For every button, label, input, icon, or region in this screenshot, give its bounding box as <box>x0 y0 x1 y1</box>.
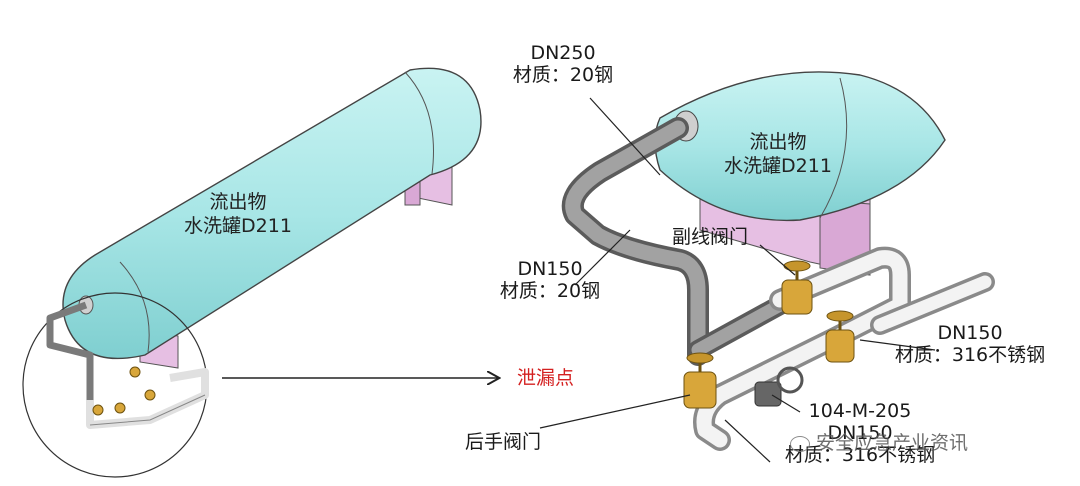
stainless-pipe <box>693 246 995 451</box>
line-number-size: DN150 <box>827 422 893 444</box>
bypass-valve <box>781 260 813 315</box>
left-piping-detail <box>22 292 209 478</box>
dn150-left-callout: DN150 材质：20钢 <box>475 258 625 302</box>
dn250-material: 材质：20钢 <box>512 64 614 86</box>
left-tank-assembly <box>62 67 482 369</box>
rear-valve-label: 后手阀门 <box>465 431 542 453</box>
dn250-callout: DN250 材质：20钢 <box>488 42 638 86</box>
dn150-right-material: 材质：316不锈钢 <box>894 344 1046 366</box>
dn150-right-size: DN150 <box>937 322 1003 344</box>
right-tank-label: 流出物 水洗罐D211 <box>708 130 848 178</box>
leak-point-label: 泄漏点 <box>517 367 575 389</box>
line-number-material: 材质：316不锈钢 <box>784 444 936 466</box>
left-tank-label-line1: 流出物 <box>209 191 267 213</box>
line-number: 104-M-205 <box>808 400 912 422</box>
dn150-left-material: 材质：20钢 <box>499 280 601 302</box>
line-number-callout: 104-M-205 DN150 材质：316不锈钢 <box>765 400 955 466</box>
left-tank-body <box>62 67 482 360</box>
watermark: 安全应急产业资讯 <box>790 428 968 455</box>
left-tank-head-seam-2 <box>119 261 150 353</box>
leader-lines <box>539 97 936 463</box>
carbon-steel-pipe <box>561 117 790 366</box>
bypass-valve-label: 副线阀门 <box>672 226 749 248</box>
dn150-left-size: DN150 <box>517 258 583 280</box>
right-tank-label-line1: 流出物 <box>749 131 807 153</box>
right-tank-head <box>654 71 946 222</box>
dn250-size: DN250 <box>530 42 596 64</box>
rear-hand-valve <box>683 352 717 409</box>
watermark-text: 安全应急产业资讯 <box>816 432 969 454</box>
left-tank-label-line2: 水洗罐D211 <box>184 215 292 237</box>
right-tank-assembly <box>654 71 946 276</box>
stainless-valve <box>825 310 855 363</box>
right-tank-label-line2: 水洗罐D211 <box>724 155 832 177</box>
left-tank-label: 流出物 水洗罐D211 <box>168 190 308 238</box>
wechat-icon <box>790 435 810 452</box>
control-valve <box>754 366 804 407</box>
left-tank-head-seam <box>404 71 434 175</box>
dn150-right-callout: DN150 材质：316不锈钢 <box>880 322 1060 366</box>
